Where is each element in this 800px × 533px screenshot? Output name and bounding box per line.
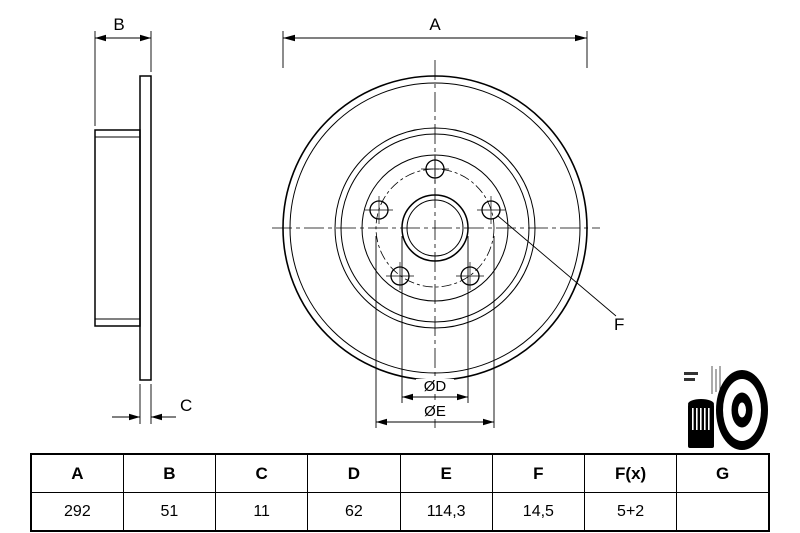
center-bore-circle [401, 194, 469, 262]
spec-table-header-row: A B C D E F F(x) G [30, 453, 770, 493]
hub-cylinder-icon [688, 399, 714, 448]
dimension-a [282, 31, 588, 68]
table-value-cell: 51 [122, 492, 217, 532]
table-header-cell: F [491, 453, 586, 493]
front-view [272, 60, 600, 428]
table-header-cell: B [122, 453, 217, 493]
dimension-f [497, 215, 617, 317]
brake-disc-icon [684, 366, 768, 450]
table-header-cell: F(x) [583, 453, 678, 493]
table-header-cell: E [399, 453, 493, 493]
brake-disc-technical-drawing: B C [94, 15, 768, 450]
disc-icon [716, 370, 768, 450]
dimension-c [112, 384, 176, 424]
dim-c-label: C [180, 396, 192, 415]
side-view-hat [94, 129, 141, 327]
side-view [94, 75, 152, 381]
outer-chamfer-circle [289, 82, 581, 374]
dim-d-label: ØD [424, 378, 447, 395]
fine-print-marks [711, 366, 721, 394]
table-header-cell: D [307, 453, 401, 493]
bolt-holes [365, 155, 505, 290]
side-view-plate [139, 75, 152, 381]
table-value-cell: 114,3 [399, 492, 493, 532]
spec-table-value-row: 292 51 11 62 114,3 14,5 5+2 [30, 492, 770, 532]
dimension-e [375, 236, 495, 428]
dimension-spec-table: A B C D E F F(x) G 292 51 11 62 114,3 14… [30, 453, 770, 532]
table-value-cell: 5+2 [583, 492, 678, 532]
table-header-cell: A [30, 453, 124, 493]
dim-e-label: ØE [424, 403, 446, 420]
friction-inner-circle [334, 127, 536, 329]
table-value-cell: 14,5 [491, 492, 586, 532]
friction-inner-chamfer-circle [340, 133, 530, 323]
dimension-b [94, 31, 152, 126]
table-value-cell [676, 492, 770, 532]
table-value-cell: 62 [307, 492, 401, 532]
dim-b-label: B [113, 15, 124, 34]
dimension-d [401, 236, 469, 403]
dim-a-label: A [429, 15, 441, 34]
bolt-pitch-circle [375, 168, 495, 288]
table-header-cell: G [676, 453, 770, 493]
table-header-cell: C [214, 453, 309, 493]
table-value-cell: 292 [30, 492, 124, 532]
table-value-cell: 11 [214, 492, 309, 532]
center-bore-chamfer-circle [406, 199, 464, 257]
dim-f-label: F [614, 315, 624, 334]
